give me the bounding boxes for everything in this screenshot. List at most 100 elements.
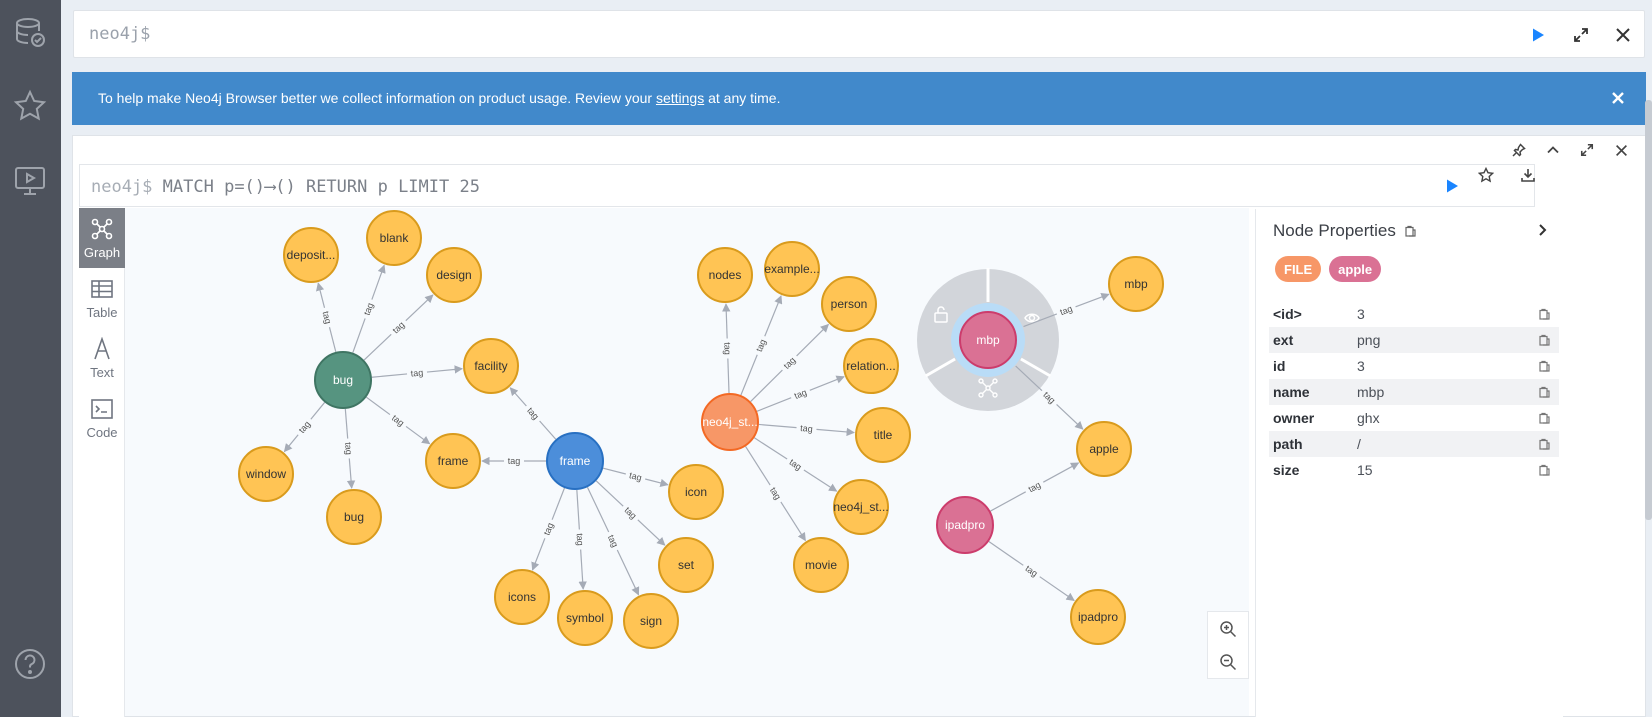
- graph-node-bug-t[interactable]: bug: [326, 489, 382, 545]
- graph-node-deposit[interactable]: deposit...: [283, 227, 339, 283]
- frame-query-editor[interactable]: neo4j$ MATCH p=()⟶() RETURN p LIMIT 25: [79, 164, 1535, 207]
- tab-text[interactable]: Text: [79, 328, 125, 388]
- fullscreen-button[interactable]: [1577, 140, 1597, 160]
- graph-node-person[interactable]: person: [821, 276, 877, 332]
- clipboard-icon[interactable]: [1404, 225, 1416, 237]
- node-labels: FILE apple: [1275, 256, 1382, 282]
- top-query-editor[interactable]: neo4j$: [73, 10, 1645, 58]
- zoom-out-button[interactable]: [1208, 645, 1248, 678]
- graph-node-relation[interactable]: relation...: [843, 338, 899, 394]
- collapse-panel-button[interactable]: [1531, 219, 1553, 241]
- graph-node-apple[interactable]: apple: [1076, 421, 1132, 477]
- graph-node-icons[interactable]: icons: [494, 569, 550, 625]
- edge-label: tag: [508, 456, 521, 466]
- lock-icon[interactable]: [934, 306, 948, 323]
- relationship-edge[interactable]: tag: [740, 295, 783, 396]
- relationship-edge[interactable]: tag: [988, 541, 1075, 601]
- graph-node-frame-t[interactable]: frame: [425, 433, 481, 489]
- relationship-edge[interactable]: tag: [990, 462, 1080, 512]
- graph-node-icon[interactable]: icon: [668, 464, 724, 520]
- relationship-edge[interactable]: tag: [602, 467, 669, 487]
- relationship-edge[interactable]: tag: [745, 446, 806, 542]
- graph-node-mbp[interactable]: mbp: [959, 311, 1017, 369]
- frame-run-button[interactable]: [1441, 175, 1463, 197]
- copy-icon[interactable]: [1535, 461, 1553, 479]
- relationship-edge[interactable]: tag: [283, 402, 326, 453]
- graph-node-ipadpro[interactable]: ipadpro: [936, 496, 994, 554]
- graph-node-example[interactable]: example...: [764, 241, 820, 297]
- graph-node-frame[interactable]: frame: [546, 432, 604, 490]
- graph-node-blank[interactable]: blank: [366, 210, 422, 266]
- copy-icon[interactable]: [1535, 383, 1553, 401]
- graph-node-window[interactable]: window: [238, 446, 294, 502]
- graph-node-design[interactable]: design: [426, 247, 482, 303]
- tab-table[interactable]: Table: [79, 268, 125, 328]
- hide-icon[interactable]: [1024, 313, 1040, 323]
- graph-node-mbp-t[interactable]: mbp: [1108, 256, 1164, 312]
- relationship-edge[interactable]: tag: [754, 437, 838, 492]
- relationship-edge[interactable]: tag: [758, 423, 855, 437]
- zoom-in-button[interactable]: [1208, 612, 1248, 645]
- relationship-edge[interactable]: tag: [595, 480, 666, 546]
- run-button[interactable]: [1527, 24, 1549, 46]
- relationship-edge[interactable]: tag: [343, 408, 356, 489]
- graph-node-symbol[interactable]: symbol: [557, 590, 613, 646]
- relationship-edge[interactable]: tag: [756, 375, 845, 412]
- star-icon: [1478, 167, 1494, 183]
- edge-label: tag: [722, 342, 732, 355]
- close-button[interactable]: [1612, 24, 1634, 46]
- relationship-edge[interactable]: tag: [531, 487, 566, 571]
- graph-node-neo4j-t[interactable]: neo4j_st...: [833, 479, 889, 535]
- relationship-edge[interactable]: tag: [509, 387, 557, 440]
- graph-node-sign[interactable]: sign: [623, 593, 679, 649]
- copy-icon[interactable]: [1535, 357, 1553, 375]
- settings-link[interactable]: settings: [655, 90, 705, 106]
- edge-label: tag: [623, 505, 639, 521]
- tab-graph[interactable]: Graph: [79, 208, 125, 268]
- help-icon[interactable]: [12, 646, 48, 682]
- pin-button[interactable]: [1509, 140, 1529, 160]
- node-caption: sign: [640, 614, 662, 628]
- edge-label: tag: [321, 310, 334, 325]
- expand-button[interactable]: [1570, 24, 1592, 46]
- graph-node-nodes[interactable]: nodes: [697, 247, 753, 303]
- expand-graph-icon[interactable]: [978, 378, 998, 398]
- relationship-edge[interactable]: tag: [586, 486, 640, 596]
- relationship-edge[interactable]: tag: [352, 264, 386, 353]
- copy-icon[interactable]: [1535, 409, 1553, 427]
- relationship-edge[interactable]: tag: [1015, 365, 1084, 430]
- relationship-edge[interactable]: tag: [371, 365, 463, 379]
- relationship-edge[interactable]: tag: [722, 303, 733, 394]
- graph-node-neo4j[interactable]: neo4j_st...: [701, 393, 759, 451]
- tab-code[interactable]: Code: [79, 388, 125, 448]
- monitor-play-icon[interactable]: [12, 163, 48, 199]
- favorite-button[interactable]: [1475, 164, 1497, 186]
- label-pill-file[interactable]: FILE: [1275, 256, 1322, 282]
- relationship-edge[interactable]: tag: [575, 489, 587, 590]
- frame-close-button[interactable]: [1611, 140, 1631, 160]
- copy-icon[interactable]: [1535, 435, 1553, 453]
- graph-node-set[interactable]: set: [658, 537, 714, 593]
- label-pill-apple[interactable]: apple: [1329, 256, 1382, 282]
- graph-node-ipadpro-t[interactable]: ipadpro: [1070, 589, 1126, 645]
- graph-svg[interactable]: tagtagtagtagtagtagtagtagtagtagtagtagtagt…: [125, 208, 1249, 716]
- graph-node-facility[interactable]: facility: [463, 338, 519, 394]
- copy-icon[interactable]: [1535, 331, 1553, 349]
- graph-node-bug[interactable]: bug: [314, 351, 372, 409]
- relationship-edge[interactable]: tag: [750, 323, 830, 403]
- relationship-edge[interactable]: tag: [315, 282, 337, 353]
- relationship-edge[interactable]: tag: [365, 396, 431, 445]
- download-button[interactable]: [1517, 164, 1539, 186]
- banner-close-button[interactable]: [1608, 88, 1628, 108]
- page-scrollbar[interactable]: [1645, 100, 1652, 520]
- star-icon[interactable]: [12, 88, 48, 124]
- collapse-button[interactable]: [1543, 140, 1563, 160]
- database-icon[interactable]: [12, 14, 48, 50]
- relationship-edge[interactable]: tag: [481, 456, 546, 466]
- copy-icon[interactable]: [1535, 305, 1553, 323]
- graph-node-title[interactable]: title: [855, 407, 911, 463]
- relationship-edge[interactable]: tag: [1023, 293, 1110, 328]
- edge-label: tag: [1024, 563, 1040, 578]
- graph-node-movie[interactable]: movie: [793, 537, 849, 593]
